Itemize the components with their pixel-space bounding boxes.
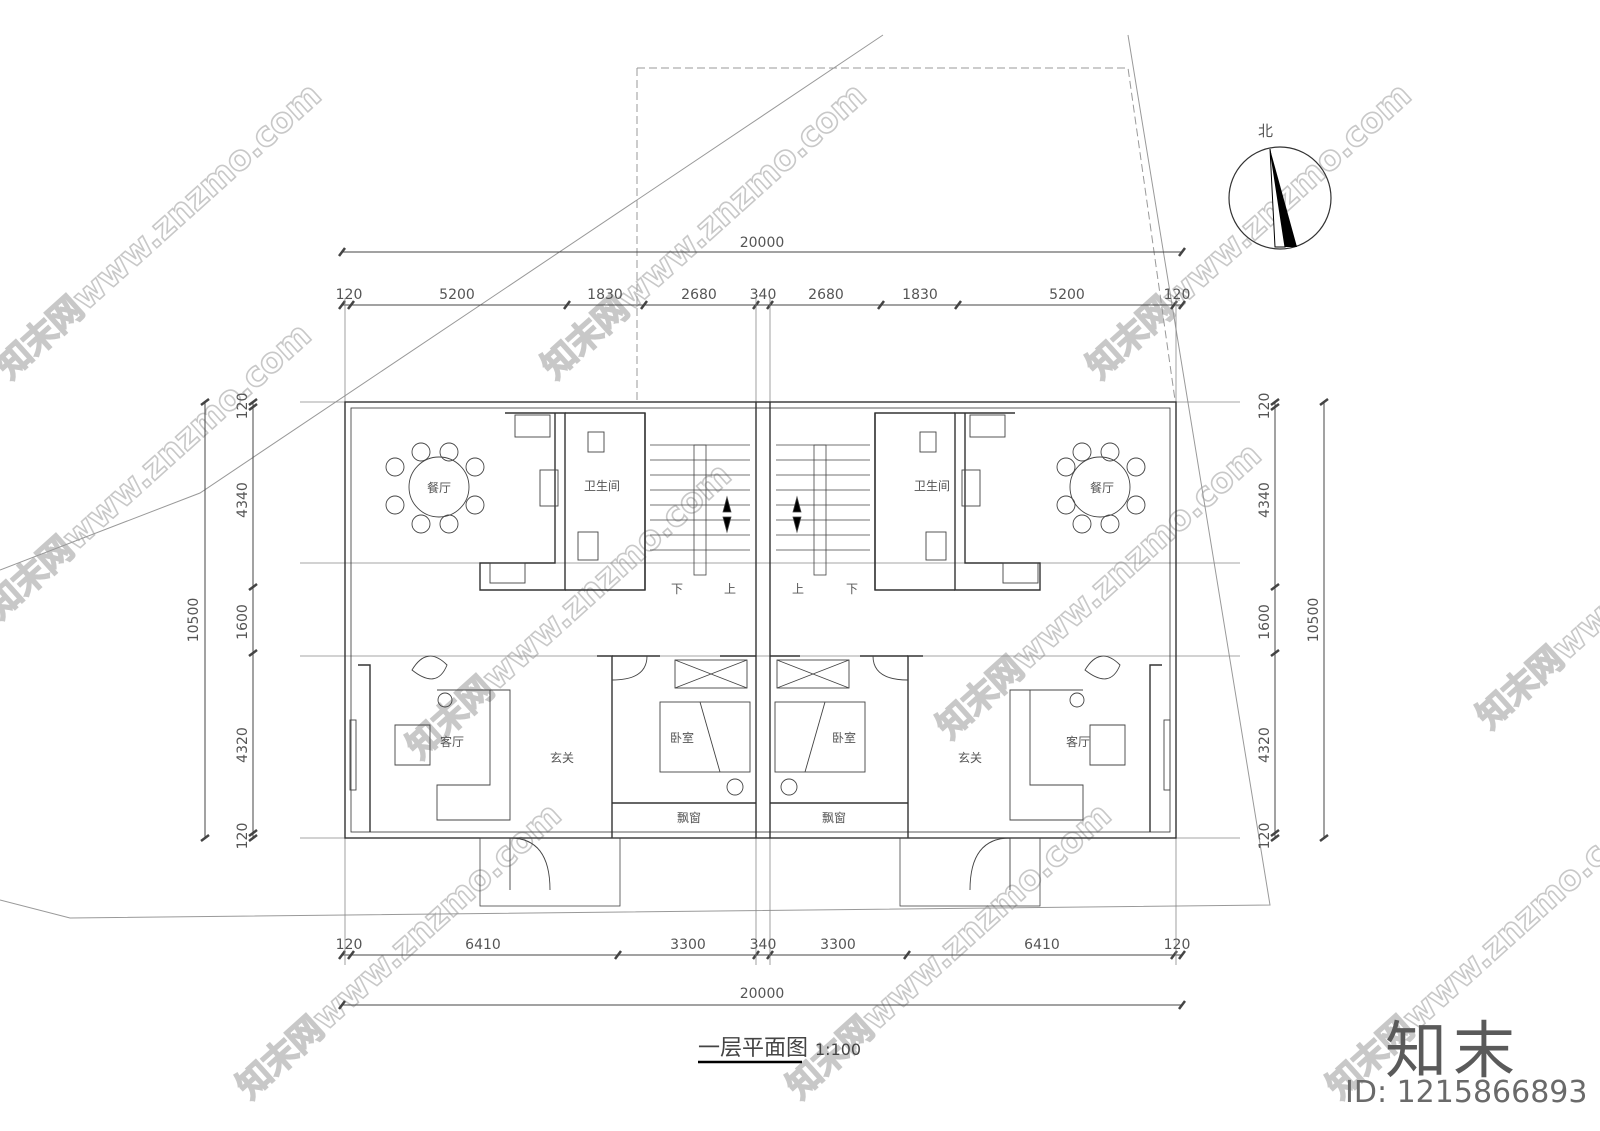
dining-room-label: 餐厅 [1090, 480, 1114, 495]
bedroom-label: 卧室 [832, 730, 856, 745]
drawing-title-text: 一层平面图 [698, 1036, 808, 1061]
bedroom-label: 卧室 [670, 730, 694, 745]
brand-id: ID: 1215866893 [1345, 1075, 1588, 1110]
dim-bottom: 120 [1164, 937, 1191, 953]
dim-top: 1830 [587, 287, 623, 303]
watermark: 知末网www.znzmo.com [229, 795, 569, 1107]
stair-down-label: 下 [846, 582, 858, 596]
stairs [650, 444, 870, 576]
watermark: 知末网www.znzmo.com [0, 315, 319, 627]
room-labels: 餐厅 餐厅 卫生间 卫生间 客厅 客厅 玄关 玄关 卧室 卧室 飘窗 飘窗 下 … [427, 479, 1114, 825]
dim-side: 4340 [1257, 482, 1273, 518]
site-boundary [0, 34, 1271, 919]
north-arrow: 北 [1228, 122, 1332, 250]
dim-top: 120 [336, 287, 363, 303]
watermark: 知末网www.znzmo.com [1469, 425, 1600, 737]
dim-bottom: 6410 [465, 937, 501, 953]
dim-side: 120 [235, 823, 251, 850]
dim-side: 1600 [1257, 604, 1273, 640]
dim-side: 120 [1257, 823, 1273, 850]
dim-top: 2680 [808, 287, 844, 303]
dim-total-bottom: 20000 [740, 986, 785, 1002]
dim-side: 4340 [235, 482, 251, 518]
dim-top: 5200 [1049, 287, 1085, 303]
north-label: 北 [1258, 122, 1273, 140]
dim-bottom: 340 [750, 937, 777, 953]
furniture [349, 414, 1171, 907]
dim-top: 5200 [439, 287, 475, 303]
brand-logo: 知末 [1385, 1014, 1522, 1087]
living-room-label: 客厅 [1066, 734, 1090, 749]
dim-top: 2680 [681, 287, 717, 303]
dim-side-total: 10500 [1306, 598, 1322, 643]
living-room-label: 客厅 [440, 734, 464, 749]
bay-window-label: 飘窗 [677, 811, 701, 825]
dim-bottom: 120 [336, 937, 363, 953]
dim-bottom: 3300 [670, 937, 706, 953]
dim-top: 120 [1164, 287, 1191, 303]
watermark: 知末网www.znzmo.com [399, 455, 739, 767]
dining-room-label: 餐厅 [427, 480, 451, 495]
entrance-label: 玄关 [550, 750, 574, 765]
dim-top: 340 [750, 287, 777, 303]
dim-side: 120 [235, 393, 251, 420]
dim-bottom: 6410 [1024, 937, 1060, 953]
building-walls [344, 401, 1177, 839]
dim-side: 120 [1257, 393, 1273, 420]
dimension-texts: 20000 120 5200 1830 2680 340 2680 1830 5… [336, 235, 1191, 1002]
bathroom-label: 卫生间 [914, 479, 950, 493]
watermark: 知末网www.znzmo.com [534, 75, 874, 387]
bay-window-label: 飘窗 [822, 811, 846, 825]
stair-up-label: 上 [724, 582, 736, 596]
stair-up-label: 上 [792, 582, 804, 596]
dim-side-total: 10500 [186, 598, 202, 643]
watermark: 知末网www.znzmo.com [1079, 75, 1419, 387]
dim-side: 4320 [1257, 727, 1273, 763]
side-dimension-texts: 10500 120 4340 1600 4320 120 10500 120 4… [186, 393, 1322, 850]
dim-total-top: 20000 [740, 235, 785, 251]
drawing-scale: 1:100 [815, 1040, 861, 1059]
stair-down-label: 下 [671, 582, 683, 596]
dimension-lines [200, 247, 1329, 1010]
dim-side: 4320 [235, 727, 251, 763]
dim-top: 1830 [902, 287, 938, 303]
dim-bottom: 3300 [820, 937, 856, 953]
bathroom-label: 卫生间 [584, 479, 620, 493]
drawing-title: 一层平面图 1:100 [698, 1036, 861, 1064]
dim-side: 1600 [235, 604, 251, 640]
entrance-label: 玄关 [958, 750, 982, 765]
